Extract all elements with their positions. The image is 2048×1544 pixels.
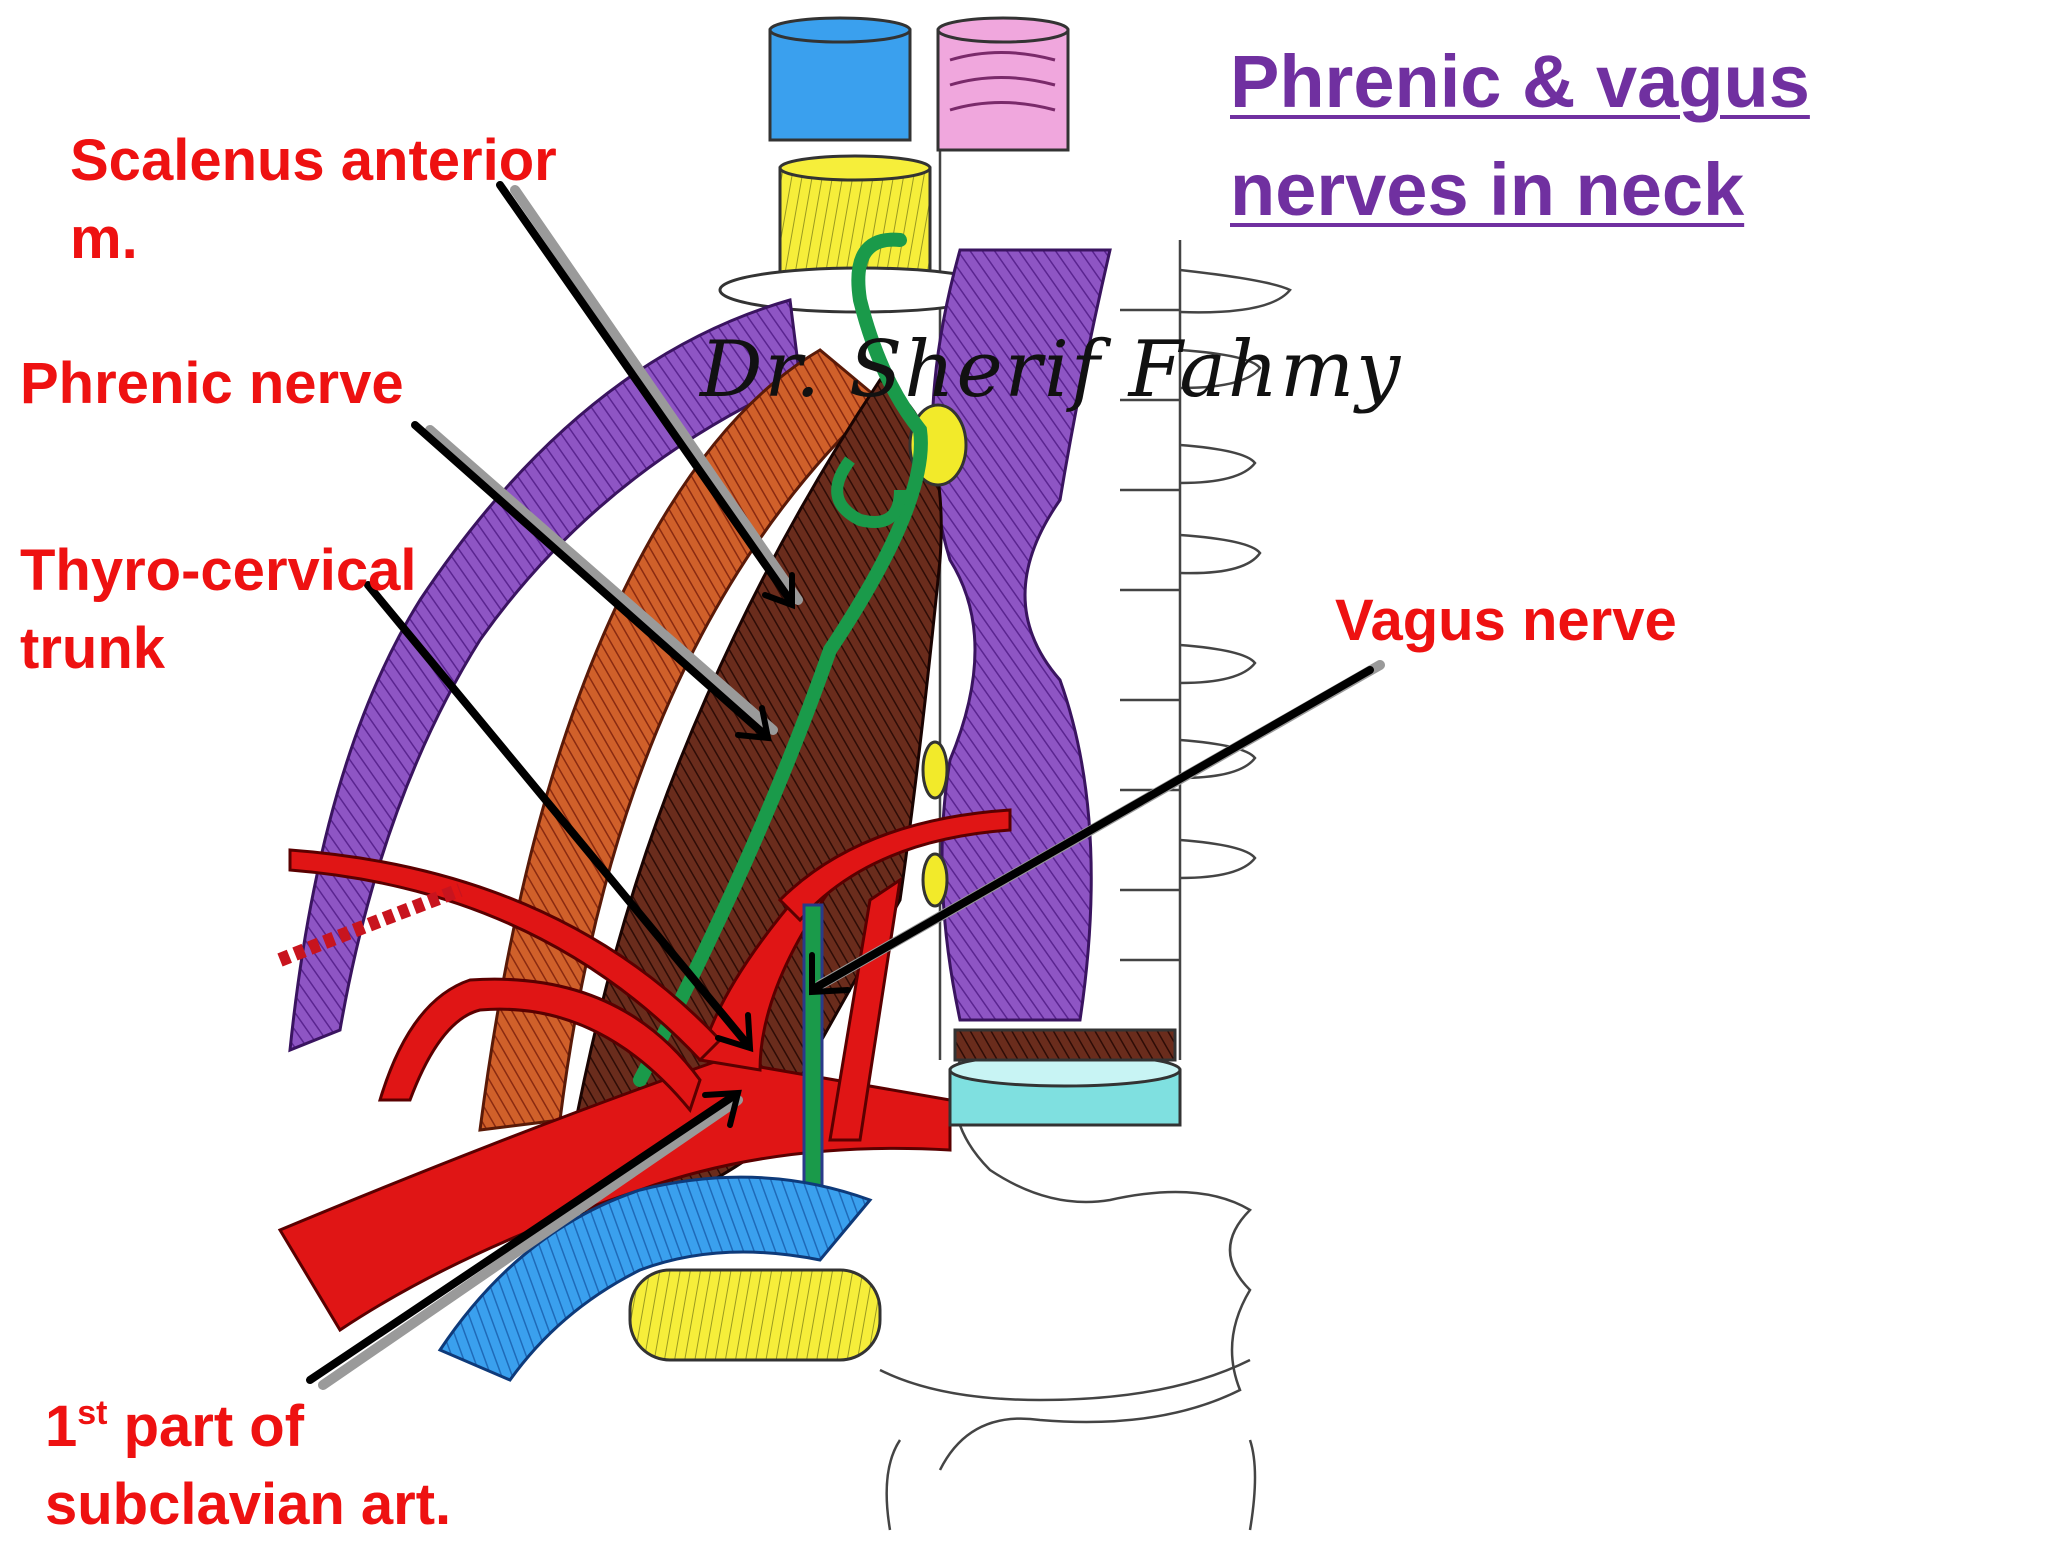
label-subclavian-line-2: subclavian art. (45, 1472, 452, 1537)
label-subclavian-sup: st (77, 1394, 108, 1432)
label-thyro-line-2: trunk (20, 616, 165, 681)
label-thyrocervical-trunk: Thyro-cervical trunk (20, 532, 417, 688)
title-line-2: nerves in neck (1230, 148, 1745, 231)
label-subclavian-artery: 1st part of subclavian art. (45, 1388, 451, 1544)
yellow-cylinder-bottom (628, 1268, 882, 1362)
scalenus-medius-muscle (288, 298, 802, 1053)
watermark-signature: Dr. Sherif Fahmy (700, 325, 1403, 415)
label-subclavian-line-1: 1st part of (45, 1388, 451, 1466)
transverse-cervical-artery (277, 883, 463, 967)
label-thyro-line-1: Thyro-cervical (20, 538, 417, 603)
pointer-arrows (306, 181, 1385, 1390)
trachea-esophagus-top (718, 16, 1070, 314)
subclavian-vein-drawing (437, 1175, 873, 1382)
label-scalenus-line-1: Scalenus anterior (70, 128, 557, 193)
label-subclavian-num: 1 (45, 1394, 78, 1459)
vertebral-column (879, 30, 1292, 1531)
label-scalenus-anterior: Scalenus anterior m. (70, 122, 557, 278)
phrenic-nerve-drawing (633, 232, 928, 1087)
label-subclavian-rest: part of (107, 1394, 305, 1459)
teal-ring (948, 1028, 1182, 1127)
cervical-loop (831, 456, 906, 528)
title-line-1: Phrenic & vagus (1230, 40, 1810, 123)
vagus-nerve-drawing (802, 903, 824, 1197)
label-vagus-nerve: Vagus nerve (1335, 588, 1677, 653)
label-phrenic-nerve: Phrenic nerve (20, 351, 404, 416)
label-scalenus-line-2: m. (70, 206, 138, 271)
